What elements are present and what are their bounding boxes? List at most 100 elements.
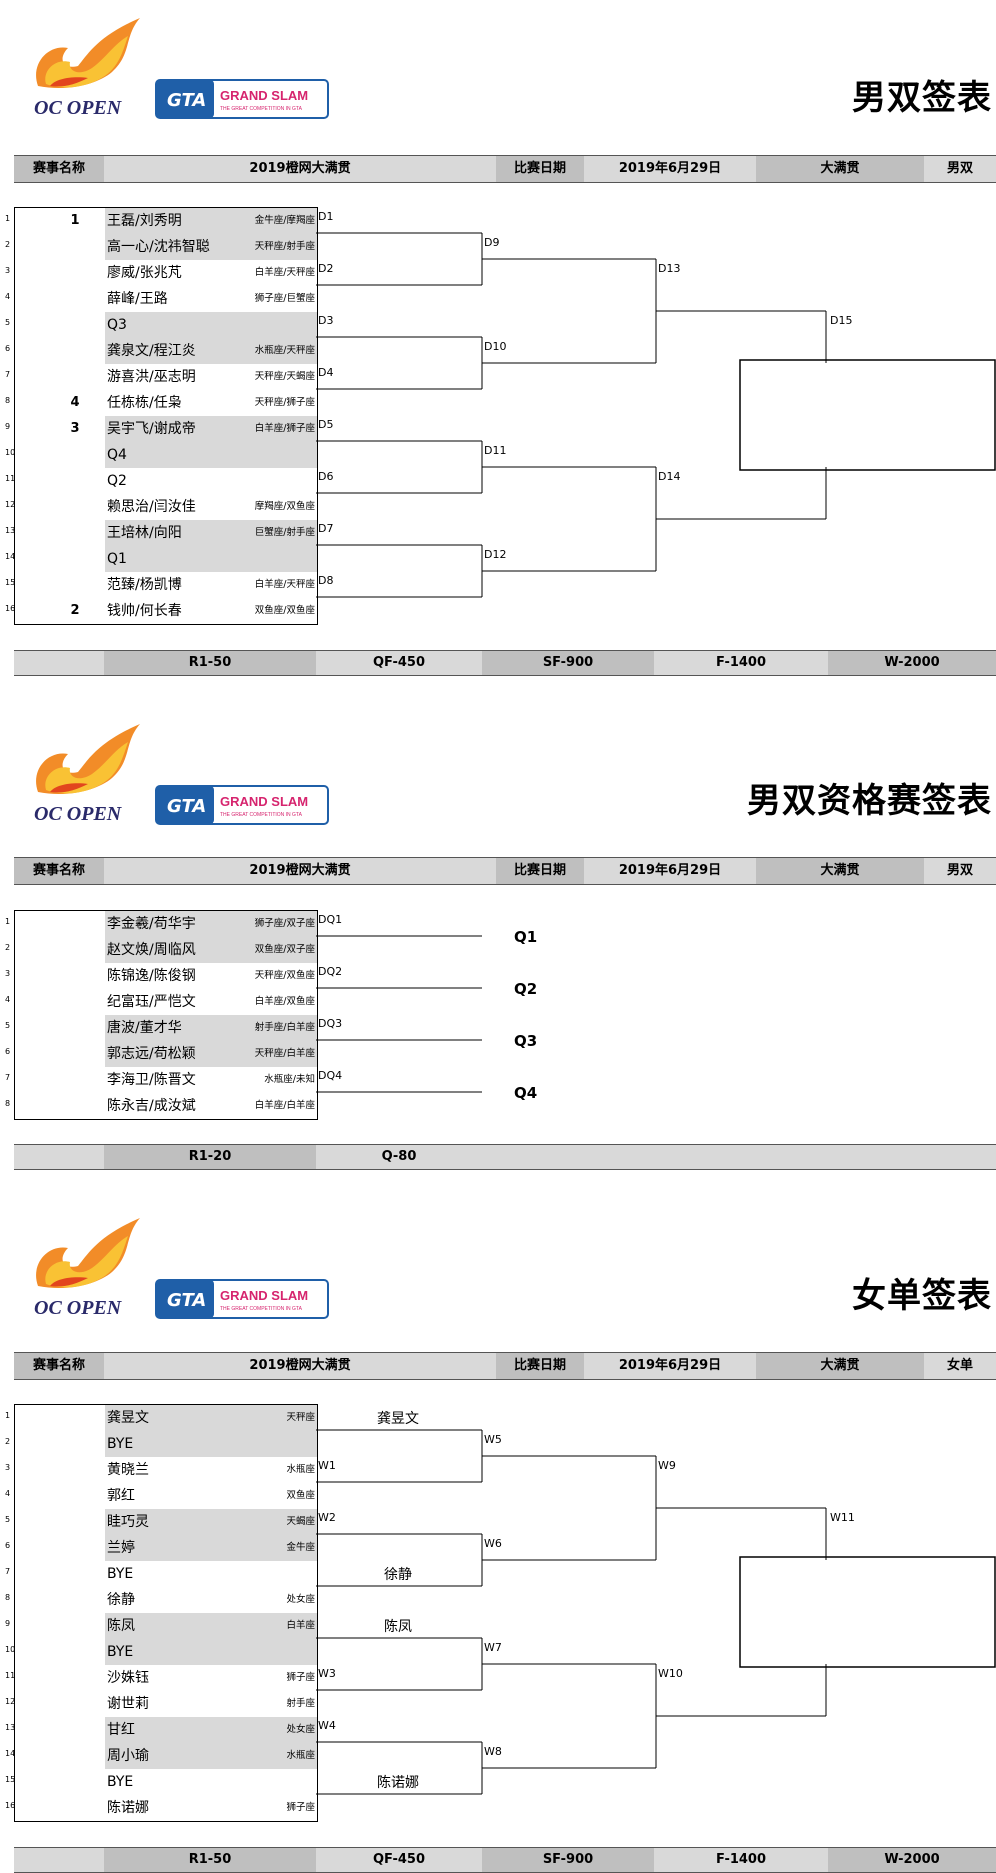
points-sf: SF-900 [482,651,654,675]
row-number: 1 [5,214,11,223]
points-w: W-2000 [828,1848,996,1872]
zodiac-sign: 白羊座 [286,1620,315,1631]
page-title: 女单签表 [852,1276,992,1316]
draw-row: 10 Q4 [5,442,317,468]
page-title: 男双资格赛签表 [747,781,992,821]
player-name: 眭巧灵 [107,1514,149,1530]
zodiac-sign: 白羊座/天秤座 [254,579,315,590]
zodiac-sign: 白羊座/白羊座 [254,1100,315,1111]
player-name: 黄晓兰 [107,1462,149,1478]
player-name: 廖威/张兆芃 [107,265,182,281]
player-name: 赵文焕/周临风 [107,942,196,958]
match-label: D2 [318,262,334,275]
category-value: 女单 [924,1353,996,1379]
player-name: 李海卫/陈晋文 [107,1072,196,1088]
event-name-label: 赛事名称 [14,858,104,884]
level-value: 大满贯 [756,858,924,884]
match-label: D15 [830,314,853,327]
event-name-label: 赛事名称 [14,1353,104,1379]
zodiac-sign: 双鱼座/双子座 [254,944,315,955]
points-qf: QF-450 [316,651,482,675]
player-name: 王培林/向阳 [107,525,182,541]
match-label: W10 [658,1667,683,1680]
event-name-value: 2019橙网大满贯 [104,858,496,884]
oc-open-text: OC OPEN [34,97,123,119]
event-name-value: 2019橙网大满贯 [104,1353,496,1379]
match-label: D7 [318,522,334,535]
zodiac-sign: 处女座 [286,1594,315,1605]
points-q: Q-80 [316,1145,482,1169]
points-w: W-2000 [828,651,996,675]
page-title: 男双签表 [852,78,992,118]
row-number: 5 [5,318,11,327]
match-label: D14 [658,470,681,483]
draw-row: 5 Q3 [5,312,317,338]
date-value: 2019年6月29日 [584,1353,756,1379]
match-label: W1 [318,1459,336,1472]
draw-row: 2 赵文焕/周临风 双鱼座/双子座 [5,937,317,963]
flame-logo-icon: OC OPEN GTA GRAND SLAM THE GREAT COMPETI… [34,724,329,825]
points-f: F-1400 [654,1848,828,1872]
match-label: D12 [484,548,507,561]
row-number: 15 [5,1775,16,1784]
row-number: 15 [5,578,16,587]
row-number: 16 [5,1801,16,1810]
player-name: Q4 [107,447,127,463]
row-number: 8 [5,1099,11,1108]
points-r1: R1-50 [104,1848,316,1872]
zodiac-sign: 金牛座/摩羯座 [254,215,315,226]
row-number: 4 [5,1489,11,1498]
row-number: 8 [5,396,11,405]
match-label: D8 [318,574,334,587]
row-number: 5 [5,1515,11,1524]
grand-slam-text: GRAND SLAM [220,794,308,809]
zodiac-sign: 狮子座 [286,1672,315,1683]
player-name: 任栋栋/任枭 [107,395,182,411]
player-name: Q3 [107,317,127,333]
row-number: 12 [5,500,16,509]
match-label: D5 [318,418,334,431]
info-bar: 赛事名称 2019橙网大满贯 比赛日期 2019年6月29日 大满贯 女单 [14,1352,996,1380]
row-number: 12 [5,1697,16,1706]
row-number: 2 [5,943,11,952]
row-number: 10 [5,1645,16,1654]
points-bar: R1-20 Q-80 [14,1144,996,1170]
match-label: D3 [318,314,334,327]
zodiac-sign: 巨蟹座/射手座 [254,527,315,538]
zodiac-sign: 金牛座 [286,1542,315,1553]
match-label: DQ3 [318,1017,343,1030]
seed-number: 1 [70,213,80,228]
seed-number: 2 [70,603,80,618]
match-label: D6 [318,470,334,483]
row-number: 6 [5,1047,11,1056]
player-name: 吴宇飞/谢成帝 [107,421,196,437]
match-label: DQ1 [318,913,343,926]
match-label: DQ2 [318,965,343,978]
match-label: W8 [484,1745,502,1758]
player-name: 钱帅/何长春 [107,603,182,619]
level-value: 大满贯 [756,156,924,182]
advancing-player: 陈诺娜 [377,1775,419,1791]
player-name: 甘红 [107,1722,135,1738]
row-number: 11 [5,1671,16,1680]
zodiac-sign: 天蝎座 [286,1516,315,1527]
row-number: 6 [5,1541,11,1550]
row-number: 10 [5,448,16,457]
zodiac-sign: 水瓶座 [286,1464,315,1475]
